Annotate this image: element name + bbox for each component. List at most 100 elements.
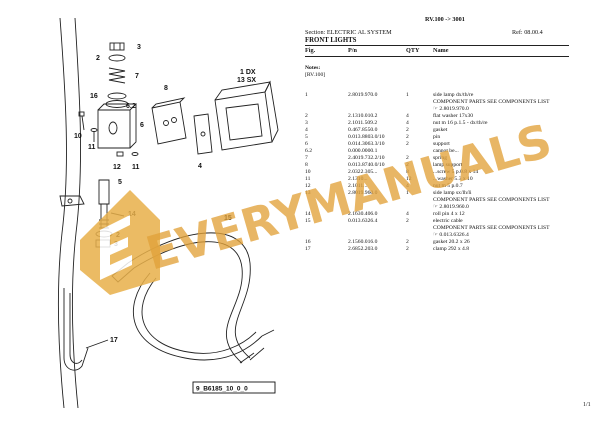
pn-cell: 0.013.8803.0/10 xyxy=(348,134,385,140)
qty-cell: 2 xyxy=(406,155,409,161)
col-qty: QTY xyxy=(406,47,420,54)
fig-cell: 12 xyxy=(305,183,311,189)
name-cell: lamp support xyxy=(433,162,463,168)
callout-1dx: 1 DX xyxy=(240,69,256,76)
callout-16: 16 xyxy=(90,93,98,100)
qty-cell: 12 xyxy=(406,176,412,182)
page-title: FRONT LIGHTS xyxy=(305,37,357,44)
name-cell: gasket 20.2 x 26 xyxy=(433,239,470,245)
pole-line-right xyxy=(71,18,81,408)
qty-cell: 2 xyxy=(406,162,409,168)
pn-cell: 0.013.6326.4 xyxy=(348,218,378,224)
qty-cell: 2 xyxy=(406,134,409,140)
washer-11b-shape xyxy=(131,152,139,156)
fig-cell: 2 xyxy=(305,113,308,119)
name-cell: ...screw 5 p.0.8 x 14 xyxy=(433,169,479,175)
washer-2-shape xyxy=(108,54,126,62)
fig-cell: 14 xyxy=(305,211,311,217)
pn-cell: 2.8019.970.0 xyxy=(348,92,378,98)
watermark-text: EVERYMANUALS.COM xyxy=(140,120,550,281)
cable-15-shape xyxy=(111,232,275,364)
fig-cell: 7 xyxy=(305,155,308,161)
fig-cell: 8 xyxy=(305,162,308,168)
table-row: 16 2.1560.016.0 2 gasket 20.2 x 26 xyxy=(305,239,550,246)
table-row: 13 2.8019.960.0 1 side lamp sx/lh/li xyxy=(305,190,550,197)
name-cell: ...washer 5.3 x 10 xyxy=(433,176,473,182)
pn-cell: 0.013.8740.0/10 xyxy=(348,162,385,168)
fig-cell: 5 xyxy=(305,134,308,140)
callout-5: 5 xyxy=(118,179,122,186)
fig-cell: 1 xyxy=(305,92,308,98)
callout-4: 4 xyxy=(198,163,202,170)
name-cell: side lamp dx/th/re xyxy=(433,92,474,98)
nut-3-shape xyxy=(109,42,125,51)
screw-10-shape xyxy=(78,111,85,131)
name-cell: nut m 5 p.0.7 xyxy=(433,183,463,189)
callout-8: 8 xyxy=(164,85,168,92)
qty-cell: 4 xyxy=(406,183,409,189)
table-row: 1 2.8019.970.0 1 side lamp dx/th/re xyxy=(305,92,550,99)
component-note: COMPONENT PARTS SEE COMPONENTS LIST xyxy=(433,99,550,105)
notes-label: Notes: xyxy=(305,65,321,71)
pole-line-left xyxy=(57,18,67,408)
pn-cell: 2.1560.016.0 xyxy=(348,239,378,245)
callout-3: 3 xyxy=(137,44,141,51)
fig-cell: 4 xyxy=(305,127,308,133)
callout-7: 7 xyxy=(135,73,139,80)
pn-cell: 2.6852.203.0 xyxy=(348,246,378,252)
qty-cell: 1 xyxy=(406,190,409,196)
qty-cell: 1 xyxy=(406,92,409,98)
fig-cell: 10 xyxy=(305,169,311,175)
fig-cell: 3 xyxy=(305,120,308,126)
pn-cell: 2.1011.509.2 xyxy=(348,120,378,126)
model-range: RV.100 -> 3001 xyxy=(425,16,465,23)
support-6-shape xyxy=(97,103,138,149)
qty-cell: 2 xyxy=(406,239,409,245)
gasket-4-shape xyxy=(193,113,213,155)
pn-cell: 0.467.8550.0 xyxy=(348,127,378,133)
page-number: 1/1 xyxy=(583,402,591,408)
fig-cell: 16 xyxy=(305,239,311,245)
watermark-logo-icon xyxy=(80,190,160,295)
callout-10: 10 xyxy=(74,133,82,140)
component-note: ☞ 0.013.6326.4 xyxy=(433,232,469,238)
name-cell: side lamp sx/lh/li xyxy=(433,190,472,196)
name-cell: electric cable xyxy=(433,218,463,224)
name-cell: cannot be... xyxy=(433,148,459,154)
qty-cell: 4 xyxy=(406,113,409,119)
pn-cell: 2.1310... xyxy=(348,176,368,182)
pn-cell: 2.8019.960.0 xyxy=(348,190,378,196)
callout-15: 15 xyxy=(224,215,232,222)
name-cell: flat washer 17x30 xyxy=(433,113,474,119)
name-cell: spring xyxy=(433,155,447,161)
component-note: COMPONENT PARTS SEE COMPONENTS LIST xyxy=(433,225,550,231)
drawing-code: 9_B6185_10_0_0 xyxy=(196,386,248,393)
callout-2: 2 xyxy=(96,55,100,62)
component-note: ☞ 2.8019.970.0 xyxy=(433,106,469,112)
callout-group: 3 2 7 16 6.2 6 8 1 DX 13 SX 10 11 4 12 1… xyxy=(74,44,256,344)
drawing-code-box xyxy=(192,381,276,394)
spring-7-shape xyxy=(108,67,126,84)
pn-cell: 2.1011... xyxy=(348,183,368,189)
lamp-1-shape xyxy=(214,80,279,151)
pn-cell: 2.1630.406.0 xyxy=(348,211,378,217)
nut-12-shape xyxy=(116,151,124,157)
component-note: COMPONENT PARTS SEE COMPONENTS LIST xyxy=(433,197,550,203)
reference: Ref: 08.00.4 xyxy=(512,29,543,36)
washer-11-shape xyxy=(90,128,98,142)
fig-cell: 17 xyxy=(305,246,311,252)
fig-cell: 13 xyxy=(305,190,311,196)
table-row: 5 0.013.8803.0/10 2 pin xyxy=(305,134,550,141)
lamp-support-8-shape xyxy=(151,97,187,145)
name-cell: pin xyxy=(433,134,441,140)
